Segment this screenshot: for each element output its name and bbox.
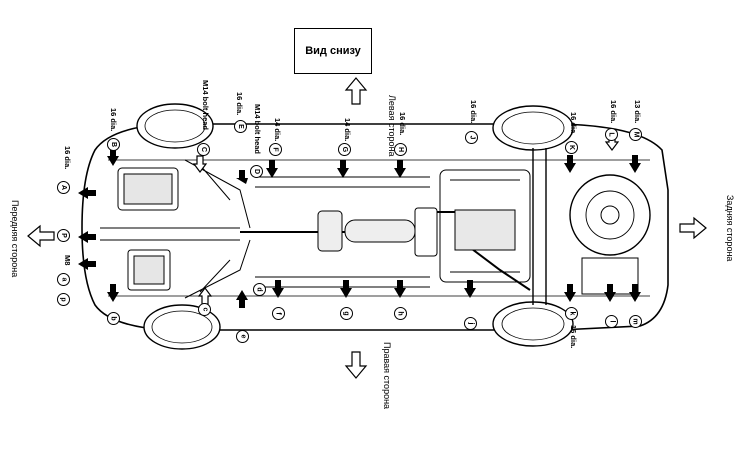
marker-g-lower-icon: g	[340, 307, 353, 320]
marker-f-lower-icon: f	[272, 307, 285, 320]
front-subframe	[100, 159, 251, 299]
marker-m-lower-icon: m	[629, 315, 642, 328]
callout-13dia-m: 13 dia.	[633, 100, 642, 124]
marker-J-icon: J	[465, 131, 478, 144]
marker-L-icon: L	[605, 128, 618, 141]
marker-E-icon: E	[234, 120, 247, 133]
marker-l-lower-icon: l	[605, 315, 618, 328]
rear-axle	[532, 148, 547, 305]
callout-16dia-e: 16 dia.	[235, 92, 244, 116]
marker-a-lower-icon: a	[57, 273, 70, 286]
rear-side-arrow-icon	[679, 216, 707, 240]
marker-C-icon: C	[197, 143, 210, 156]
rear-left-wheel	[492, 105, 574, 151]
callout-14dia-g: 14 dia.	[343, 118, 352, 142]
callout-16dia-l: 16 dia.	[609, 100, 618, 124]
callout-m14-bolt-c: M14 bolt head	[201, 80, 210, 131]
marker-M-icon: M	[629, 128, 642, 141]
right-side-arrow-icon	[344, 351, 368, 379]
callout-16dia-a: 16 dia.	[63, 146, 72, 170]
marker-G-icon: G	[338, 143, 351, 156]
exhaust-system	[240, 207, 531, 291]
callout-16dia-k-lower: 16 dia.	[569, 325, 578, 349]
marker-K-icon: K	[565, 141, 578, 154]
marker-h-lower-icon: h	[394, 307, 407, 320]
marker-p-lower-icon: p	[57, 293, 70, 306]
marker-F-icon: F	[269, 143, 282, 156]
callout-14dia-f: 14 dia.	[273, 118, 282, 142]
callout-m8-p: M8	[63, 255, 72, 266]
marker-H-icon: H	[394, 143, 407, 156]
callout-16dia-b: 16 dia.	[109, 108, 118, 132]
marker-P-icon: P	[57, 229, 70, 242]
front-side-arrow-icon	[27, 224, 55, 248]
marker-d-lower-icon: d	[253, 283, 266, 296]
marker-B-icon: B	[107, 138, 120, 151]
fuel-tank	[439, 169, 531, 283]
marker-b-lower-icon: b	[107, 312, 120, 325]
callout-m14-bolt-d: M14 bolt head	[253, 104, 262, 155]
front-side-label: Передняя сторона	[10, 200, 20, 278]
marker-e-lower-icon: e	[236, 330, 249, 343]
marker-k-lower-icon: k	[565, 307, 578, 320]
front-left-wheel	[136, 103, 214, 149]
marker-D-icon: D	[250, 165, 263, 178]
marker-c-lower-icon: c	[198, 303, 211, 316]
marker-j-lower-icon: j	[464, 317, 477, 330]
callout-16dia-k: 16 dia.	[569, 112, 578, 136]
rear-right-wheel	[492, 301, 574, 347]
left-side-arrow-icon	[344, 77, 368, 105]
view-title: Вид снизу	[294, 28, 372, 74]
callout-16dia-j: 16 dia.	[469, 100, 478, 124]
callout-16dia-h: 16 dia.	[398, 112, 407, 136]
front-right-wheel	[143, 304, 221, 350]
spare-wheel	[569, 174, 651, 295]
pointer-arrows	[78, 148, 641, 308]
rear-side-label: Задняя сторона	[725, 195, 735, 262]
marker-A-icon: A	[57, 181, 70, 194]
right-side-label: Правая сторона	[382, 342, 392, 410]
